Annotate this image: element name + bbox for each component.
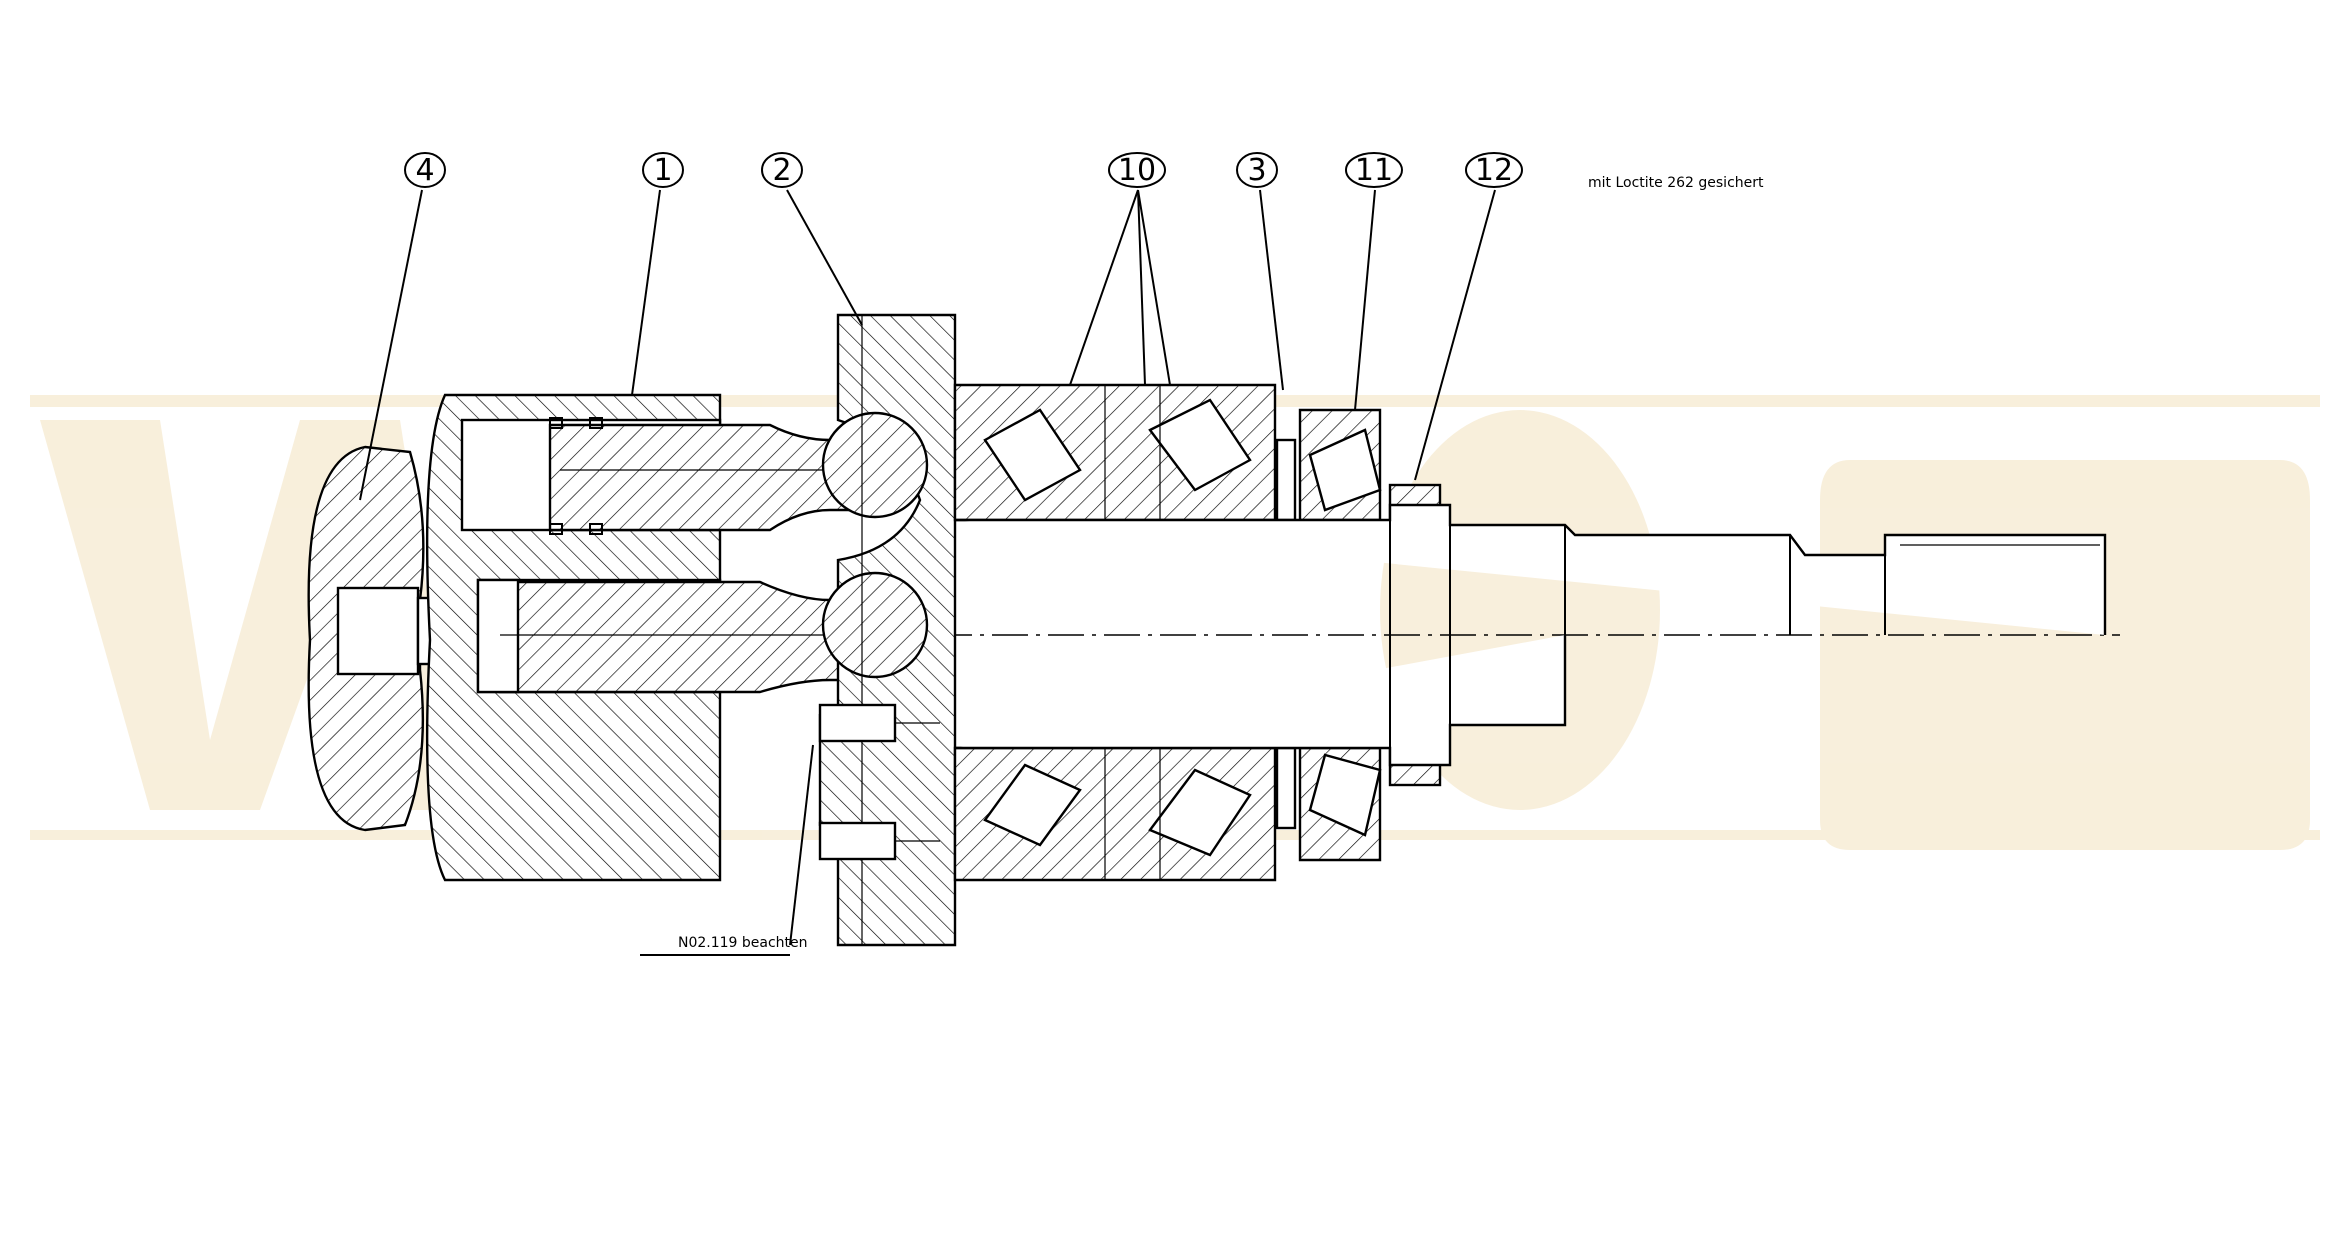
callout-11: 11 xyxy=(1355,153,1393,188)
callout-2: 2 xyxy=(772,153,791,188)
note-loctite: mit Loctite 262 gesichert xyxy=(1588,175,1764,191)
drive-flange-part-2 xyxy=(789,313,957,947)
note-reference: N02.119 beachten xyxy=(678,935,808,951)
bearing-housing xyxy=(953,383,1442,882)
swash-plate-part-4 xyxy=(307,445,480,832)
callout-10: 10 xyxy=(1118,153,1156,188)
cylinder-block-part-1 xyxy=(425,393,880,882)
drive-shaft xyxy=(955,503,2107,767)
callout-12: 12 xyxy=(1475,153,1513,188)
callouts: 4 1 2 10 3 11 12 xyxy=(359,152,1523,501)
callout-4: 4 xyxy=(415,153,434,188)
callout-3: 3 xyxy=(1247,153,1266,188)
callout-1: 1 xyxy=(653,153,672,188)
